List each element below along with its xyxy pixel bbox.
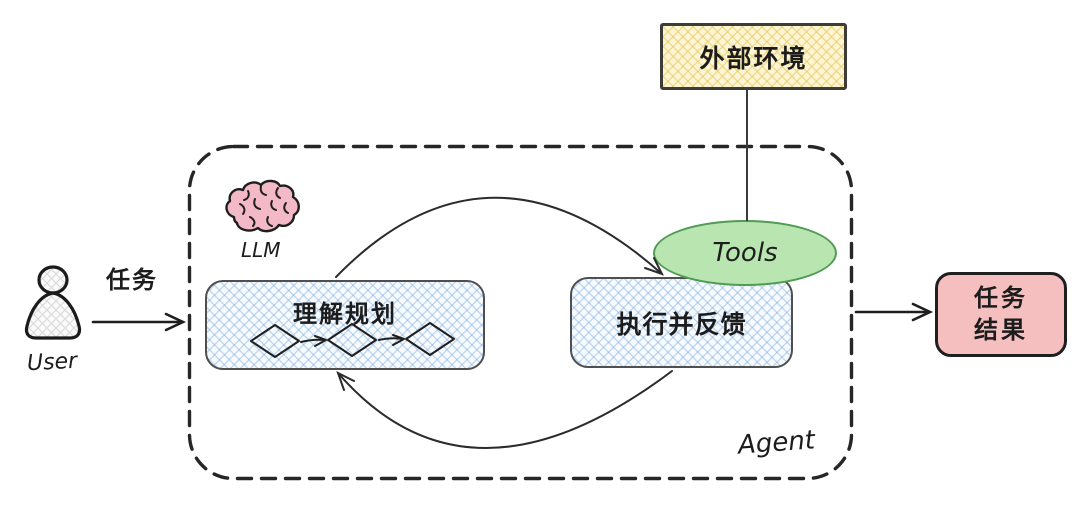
task-edge-label: 任务 — [106, 266, 158, 294]
llm-label: LLM — [241, 238, 281, 262]
user-label: User — [26, 348, 78, 377]
task-result-line2: 结果 — [974, 315, 1028, 344]
user-body — [24, 291, 82, 340]
task-result-node: 任务 结果 — [935, 272, 1067, 357]
brain-outline — [225, 179, 300, 233]
llm-brain-icon — [225, 179, 300, 233]
plan-node: 理解规划 — [205, 280, 485, 370]
execute-node: 执行并反馈 — [570, 277, 793, 368]
tools-label: Tools — [712, 238, 778, 268]
execute-to-plan-arc — [336, 370, 673, 449]
plan-label: 理解规划 — [293, 300, 397, 328]
external-environment-node: 外部环境 — [660, 23, 847, 90]
user-to-agent-arrow — [91, 312, 187, 332]
agent-to-result-arrow — [854, 302, 934, 322]
user-head — [37, 265, 69, 295]
tools-node: Tools — [653, 220, 837, 286]
user-person-icon — [24, 265, 82, 340]
external-environment-label: 外部环境 — [699, 43, 808, 73]
execute-label: 执行并反馈 — [616, 309, 747, 339]
task-result-line1: 任务 — [974, 284, 1028, 313]
plan-to-execute-arc — [335, 196, 665, 278]
agent-box-label: Agent — [737, 425, 816, 461]
